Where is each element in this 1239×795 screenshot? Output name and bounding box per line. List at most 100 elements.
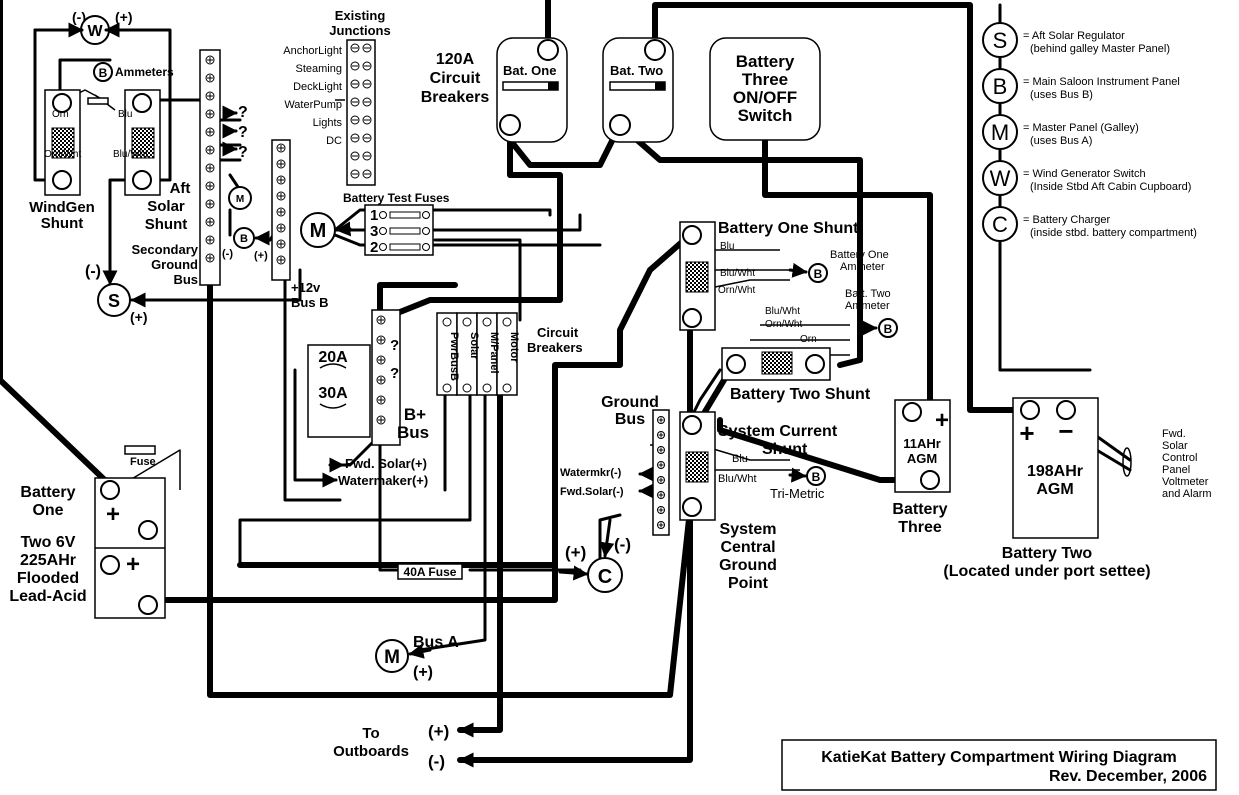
battery-charger: (+) (-) C [565,535,631,593]
battery-two-type: AGM [1036,481,1073,498]
120a-breakers: 120A Circuit Breakers Bat. One Bat. Two [421,37,674,143]
fwd-panel-label: Panel [1162,464,1190,476]
bat-two-shunt-ornwht: Orn/Wht [765,319,802,330]
outboards-title-1: To [362,725,379,742]
charger-symbol: C [598,566,612,588]
secondary-ground-bus: Secondary Ground Bus ? ? ? M B (-) (+) [132,49,268,287]
bus-a-symbol: M [384,647,400,668]
qmark-3: ? [238,144,248,161]
fwd-panel-label: Control [1162,452,1197,464]
fuse-30a-label: 30A [318,385,348,402]
breakers-title-1: 120A [436,51,475,68]
outboards-title-2: Outboards [333,743,409,760]
solar-reg-symbol: S [108,291,120,311]
legend-symbol-circle [982,160,1018,196]
windgen-shunt-title-2: Shunt [41,215,84,232]
b-small-symbol: B [240,233,248,245]
trimetric-b: B [812,470,821,484]
solar-reg-pos: (+) [130,309,148,325]
test-fuses-m-symbol: M [310,220,327,242]
legend-line-1: = Aft Solar Regulator [1023,30,1125,42]
sys-ground-title-3: Ground [719,557,777,574]
sys-ground-title-4: Point [728,575,769,592]
aft-solar-title-3: Shunt [145,216,188,233]
fwd-panel-label: Fwd. [1162,428,1186,440]
battery-two: + − 198AHr AGM Battery Two (Located unde… [943,397,1212,580]
secondary-ground-title-3: Bus [173,272,198,287]
system-current-shunt: System Current Shunt Blu Blu/Wht B Tri-M… [679,411,838,592]
junction-label: DC [326,135,342,147]
ground-bus-watermkr: Watermkr(-) [560,467,622,479]
windgen-area: (-) (+) W B Ammeters Orn Orn/Wht WindGen… [29,9,190,233]
battery-three-ah: 11AHr [903,436,941,451]
circuit-breakers-title-2: Breakers [527,340,583,355]
legend-symbol: M [991,120,1009,145]
switch3-line2: Three [742,70,788,89]
aft-solar-title-1: Aft [170,180,191,197]
battery-two-title-2: (Located under port settee) [943,563,1150,580]
bat-two-ammeter-title-1: Batt. Two [845,288,891,300]
title-block: KatieKat Battery Compartment Wiring Diag… [781,739,1217,791]
legend-symbol: S [993,28,1008,53]
battery-one-title-2: One [32,502,63,519]
battery-one-title-1: Battery [20,484,75,501]
ground-bus-title-1: Ground [601,394,659,411]
charger-neg: (-) [614,535,631,554]
bus-a-pos: (+) [413,664,433,681]
bplus-title-2: Bus [397,423,429,442]
sys-shunt-bluwht: Blu/Wht [718,473,757,485]
battery-three: + 11AHr AGM Battery Three [892,399,951,536]
windgen-neg-label: (-) [72,9,86,25]
motor-small-symbol: M [236,194,244,205]
arrow-heads [68,22,878,768]
windgen-switch-symbol: W [87,23,103,40]
bplus-qmark-1: ? [390,337,399,354]
sys-shunt-title-2: Shunt [762,441,808,458]
bat-one-label: Bat. One [503,63,556,78]
bat-one-ammeter-title-2: Ammeter [840,261,885,273]
junctions-title-2: Junctions [329,23,390,38]
solar-reg-neg: (-) [85,263,101,280]
junction-label: AnchorLight [283,45,342,57]
ground-bus: Ground Bus Watermkr(-) Fwd.Solar(-) [560,394,670,536]
fuse-40a: 40A Fuse [397,563,463,580]
sys-ground-title-2: Central [720,539,775,556]
bplus-title-1: B+ [404,405,426,424]
windgen-orn-label: Orn [52,109,69,120]
aft-solar-title-2: Solar [147,198,185,215]
legend-symbol-circle [982,22,1018,58]
bus-b-title-1: +12v [291,280,321,295]
junction-label: DeckLight [293,81,342,93]
bat-one-ammeter-b: B [814,267,823,281]
bus-a: M Bus A (+) [375,634,459,681]
test-fuse-number: 2 [370,239,378,256]
circuit-breaker-label: M/Panel [488,332,500,374]
outboards-neg: (-) [428,752,445,771]
bus-b-title-2: Bus B [291,295,329,310]
ground-bus-fwdsolar: Fwd.Solar(-) [560,486,624,498]
sys-shunt-blu: Blu [732,453,748,465]
title-line-1: KatieKat Battery Compartment Wiring Diag… [821,749,1176,766]
inline-fuses: 20A 30A Fwd. Solar(+) Watermaker(+) [307,344,428,488]
sys-ground-title-1: System [720,521,777,538]
battery-three-switch: Battery Three ON/OFF Switch [709,37,821,141]
aft-solar-regulator: (-) S (+) [85,263,148,325]
bplus-qmark-2: ? [390,365,399,382]
battery-one-desc-4: Lead-Acid [9,588,86,605]
battery-one-plus-1: + [106,501,120,528]
b-small-neg: (-) [222,248,233,260]
qmark-2: ? [238,124,248,141]
circuit-breaker-label: Solar [468,332,480,360]
legend-line-2: (Inside Stbd Aft Cabin Cupboard) [1030,181,1191,193]
battery-two-ah: 198AHr [1027,463,1083,480]
battery-one: + + Fuse Battery One Two 6V 225AHr Flood… [9,445,166,619]
existing-junctions: Existing Junctions AnchorLightSteamingDe… [283,8,391,186]
medium-wires [33,3,1132,652]
legend-line-2: (behind galley Master Panel) [1030,43,1170,55]
switch3-line3: ON/OFF [733,88,797,107]
bat-one-shunt-title: Battery One Shunt [718,220,859,237]
fuse-40a-label: 40A Fuse [404,565,457,579]
bat-two-shunt-title: Battery Two Shunt [730,386,871,403]
